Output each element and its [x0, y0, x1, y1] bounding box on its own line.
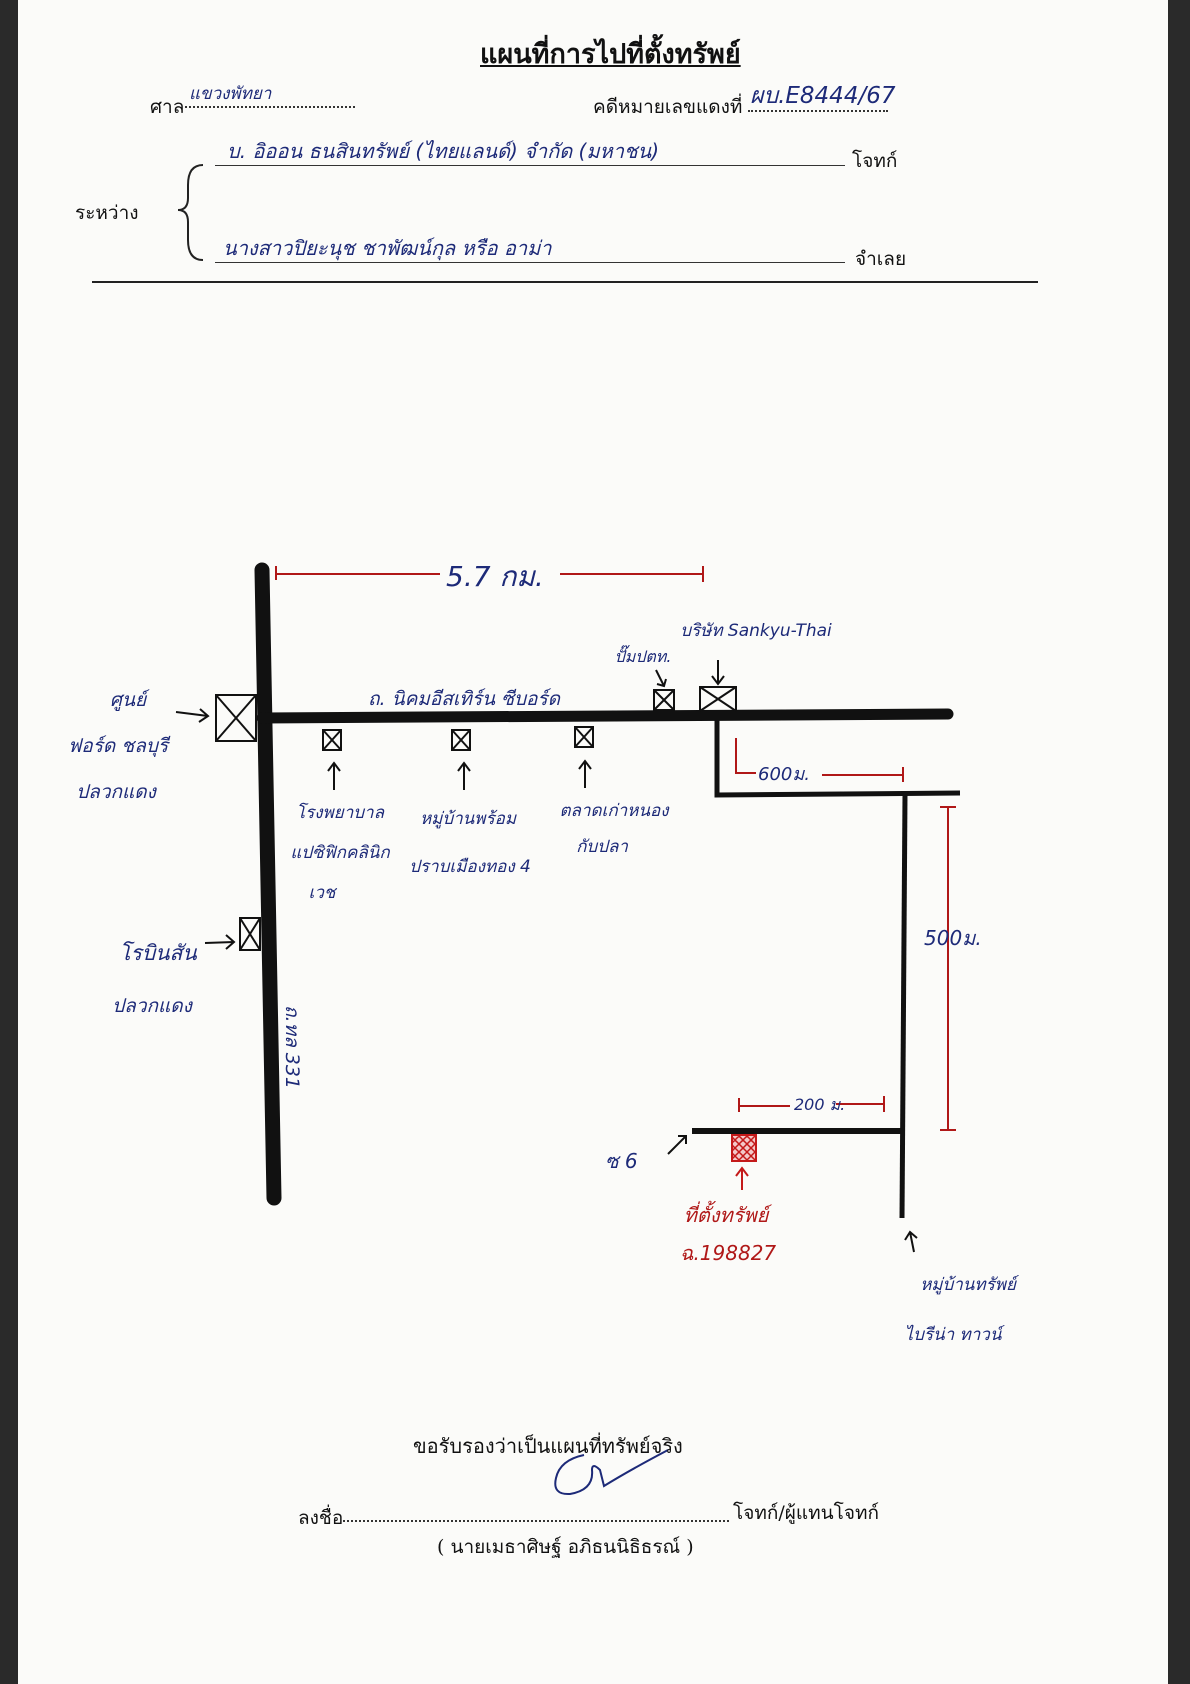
- arrow-icon: [204, 934, 236, 950]
- arrow-icon: [904, 1230, 918, 1253]
- page-title: แผนที่การไปที่ตั้งทรัพย์: [480, 39, 741, 70]
- village1-marker: [451, 729, 471, 751]
- dist-600-label: 600ม.: [758, 764, 810, 785]
- signature-mark: [554, 1449, 669, 1496]
- gas-station-label: ปั๊มปตท.: [615, 645, 672, 666]
- road-side-label: ถ.ทล 331: [281, 1005, 303, 1089]
- road-eastern-seaboard: [256, 708, 954, 724]
- company-label: บริษัท Sankyu-Thai: [680, 621, 832, 641]
- case-field: ผบ.E8444/67: [748, 78, 895, 112]
- ford-center-marker: [215, 694, 257, 742]
- plaintiff-field: บ. อิออน ธนสินทรัพย์ (ไทยแลนด์) จำกัด (ม…: [215, 133, 845, 166]
- property-label: ที่ตั้งทรัพย์: [684, 1200, 773, 1227]
- soi-label: ซ 6: [605, 1149, 638, 1173]
- company-marker: [699, 686, 737, 712]
- hospital-marker: [322, 729, 342, 751]
- defendant-value: นางสาวปิยะนุช ชาพัฒน์กุล หรือ อาม่า: [223, 236, 552, 260]
- defendant-field: นางสาวปิยะนุช ชาพัฒน์กุล หรือ อาม่า: [215, 230, 845, 263]
- case-label: คดีหมายเลขแดงที่: [593, 96, 743, 118]
- dist-500-label: 500ม.: [924, 926, 982, 950]
- arrow-icon: [175, 708, 210, 723]
- ford-label-3: ปลวกแดง: [76, 781, 157, 803]
- brace: [177, 164, 204, 261]
- arrow-icon: [327, 761, 341, 790]
- deed-label: ฉ.198827: [680, 1241, 777, 1265]
- village2-label-2: ไบรีน่า ทาวน์: [905, 1324, 1006, 1345]
- sign-role: โจทก์/ผู้แทนโจทก์: [733, 1502, 880, 1524]
- dim-600-start: [735, 738, 756, 774]
- court-field: แขวงพัทยา: [185, 80, 355, 108]
- ford-label-1: ศูนย์: [110, 689, 150, 711]
- market-label-2: กับปลา: [576, 837, 628, 857]
- arrow-icon: [578, 759, 592, 788]
- plaintiff-label: โจทก์: [852, 150, 898, 172]
- market-label-1: ตลาดเก่าหนอง: [559, 801, 670, 821]
- hospital-label-3: เวช: [309, 883, 338, 903]
- property-arrow-icon: [735, 1166, 749, 1190]
- village1-label-1: หมู่บ้านพร้อม: [420, 809, 517, 829]
- ford-label-2: ฟอร์ด ชลบุรี: [68, 735, 171, 757]
- sign-label: ลงชื่อ: [298, 1507, 344, 1529]
- market-marker: [574, 726, 594, 748]
- vertical-road: [899, 794, 908, 1219]
- document-page: [18, 0, 1168, 1684]
- plaintiff-value: บ. อิออน ธนสินทรัพย์ (ไทยแลนด์) จำกัด (ม…: [227, 139, 660, 163]
- court-label: ศาล: [150, 96, 185, 118]
- signature-line: [343, 1498, 729, 1522]
- village1-label-2: ปราบเมืองทอง 4: [409, 857, 531, 877]
- arrow-icon: [711, 660, 725, 686]
- road-331: [254, 562, 282, 1206]
- village2-label-1: หมู่บ้านทรัพย์: [920, 1275, 1020, 1295]
- court-value: แขวงพัทยา: [189, 84, 272, 104]
- branch-road: [714, 718, 961, 798]
- robinson-label-1: โรบินสัน: [119, 941, 197, 965]
- robinson-label-2: ปลวกแดง: [112, 995, 193, 1017]
- certify-text: ขอรับรองว่าเป็นแผนที่ทรัพย์จริง: [413, 1434, 683, 1458]
- robinson-marker: [239, 917, 261, 951]
- dist-200-label: 200 ม.: [794, 1095, 845, 1114]
- defendant-label: จำเลย: [855, 248, 907, 270]
- arrow-icon: [655, 669, 667, 688]
- road-main-label: ถ. นิคมอีสเทิร์น ซีบอร์ด: [368, 688, 562, 710]
- property-marker: [731, 1134, 757, 1162]
- hospital-label-1: โรงพยาบาล: [296, 802, 386, 823]
- case-value: ผบ.E8444/67: [750, 83, 896, 109]
- arrow-icon: [457, 761, 471, 790]
- hospital-label-2: แปซิฟิกคลินิก: [290, 843, 390, 863]
- between-label: ระหว่าง: [75, 202, 139, 224]
- gas-station-marker: [653, 689, 675, 711]
- arrow-icon: [667, 1135, 687, 1155]
- dist-top-label: 5.7 กม.: [446, 560, 544, 593]
- sign-name: ( นายเมธาศิษฐ์ อภิธนนิธิธรณ์ ): [437, 1536, 694, 1558]
